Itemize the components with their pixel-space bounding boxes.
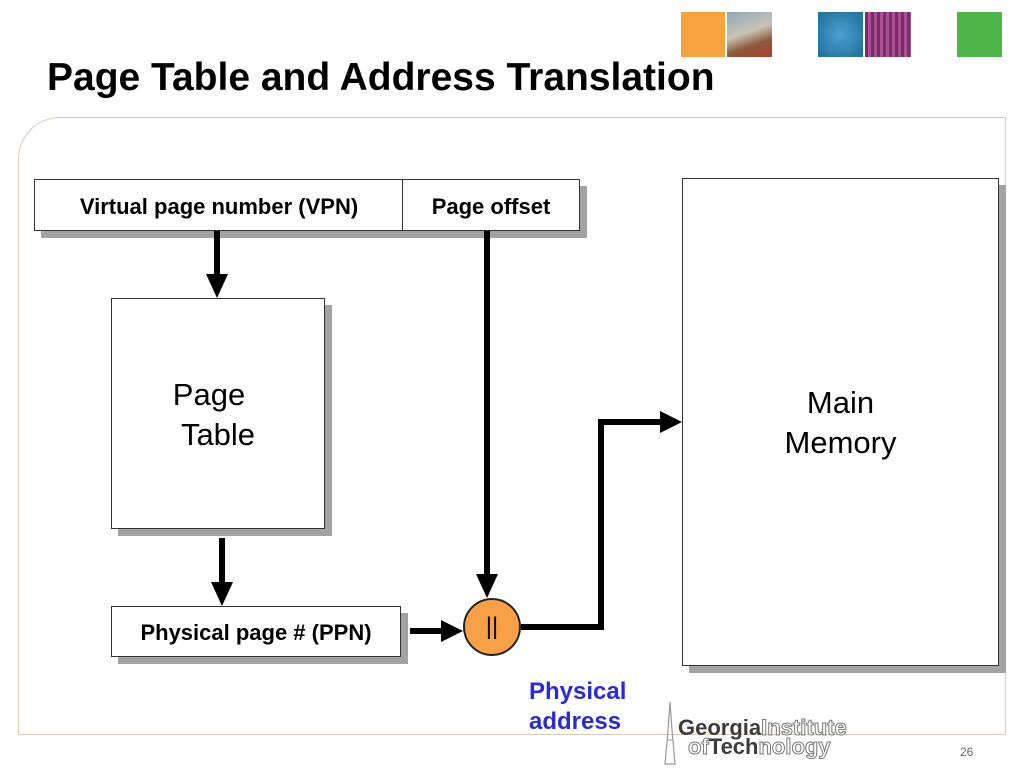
- arrowhead-concat-top: [476, 574, 498, 598]
- arrowhead-concat-left: [441, 620, 463, 642]
- header-deco-photo-campus: [727, 12, 772, 57]
- main-memory-label: Main Memory: [682, 383, 999, 463]
- arrow-concat-to-memory: [521, 419, 662, 630]
- physical-address-line1: Physical: [529, 678, 627, 705]
- page-offset-label: Page offset: [431, 194, 551, 219]
- logo-word-tech: Tech: [708, 734, 759, 759]
- physical-address-label: Physical address: [529, 677, 626, 737]
- slide-title: Page Table and Address Translation: [47, 56, 715, 99]
- page-offset-box: [402, 179, 580, 231]
- content-panel: [18, 117, 1006, 735]
- page-table-box: [111, 298, 325, 529]
- page-table-label-line1: Page: [172, 377, 246, 412]
- page-table-label-line2: Table: [180, 417, 256, 452]
- header-deco-green: [957, 12, 1002, 57]
- main-memory-label-line1: Main: [806, 385, 875, 420]
- logo-word-nology: nology: [758, 734, 831, 759]
- vpn-label: Virtual page number (VPN): [79, 194, 359, 219]
- page-table-label: Page Table: [111, 375, 325, 455]
- logo-word-of: of: [688, 734, 710, 759]
- logo-word-institute: Institute: [761, 715, 848, 740]
- arrowhead-memory: [660, 411, 682, 433]
- page-number: 26: [960, 745, 974, 759]
- logo-word-georgia: Georgia: [678, 715, 762, 740]
- ppn-box: [111, 606, 401, 657]
- main-memory-label-line2: Memory: [784, 425, 897, 460]
- georgia-tech-logo: GeorgiaInstitute ofTechnology: [660, 700, 890, 766]
- logo-line2: ofTechnology: [688, 734, 832, 759]
- main-memory-box: [682, 178, 999, 666]
- ppn-label: Physical page # (PPN): [140, 620, 372, 645]
- logo-line1: GeorgiaInstitute: [678, 715, 848, 740]
- vpn-box: [34, 179, 404, 231]
- concatenation-node: ||: [463, 598, 521, 656]
- header-deco-orange: [681, 12, 725, 57]
- header-deco-photo-circuit: [865, 12, 911, 57]
- header-deco-blue: [818, 12, 863, 57]
- tower-icon: [664, 701, 676, 765]
- physical-address-line2: address: [529, 708, 622, 735]
- arrowhead-page-table: [206, 274, 228, 298]
- arrowhead-ppn: [211, 582, 233, 606]
